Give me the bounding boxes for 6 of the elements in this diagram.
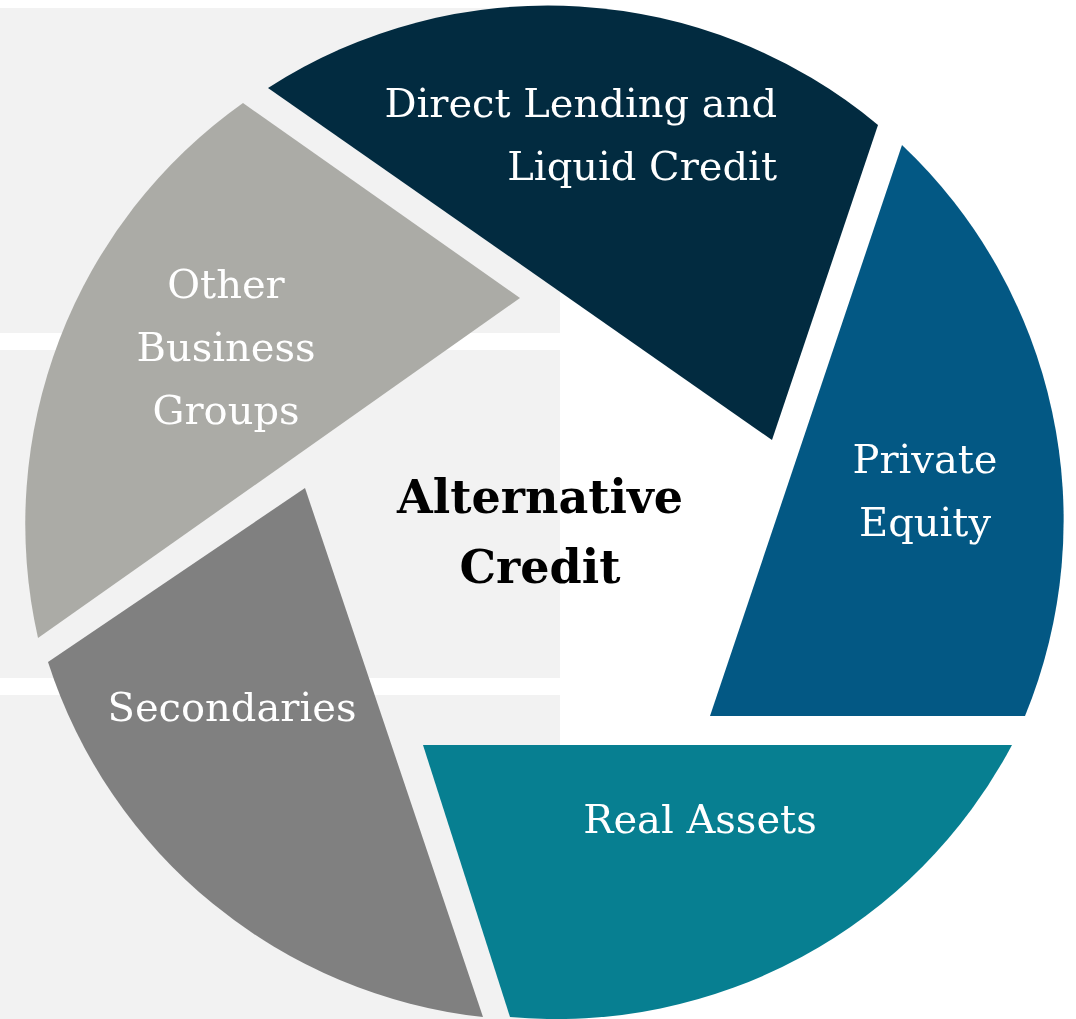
segment-label: Direct Lending and Liquid Credit [383,79,777,191]
segment-label: Secondaries [106,683,358,732]
center-label: Alternative Credit [395,469,684,596]
segment-label: Private Equity [851,435,999,547]
segment-label: Real Assets [582,795,818,844]
segment-label: Other Business Groups [135,260,317,435]
